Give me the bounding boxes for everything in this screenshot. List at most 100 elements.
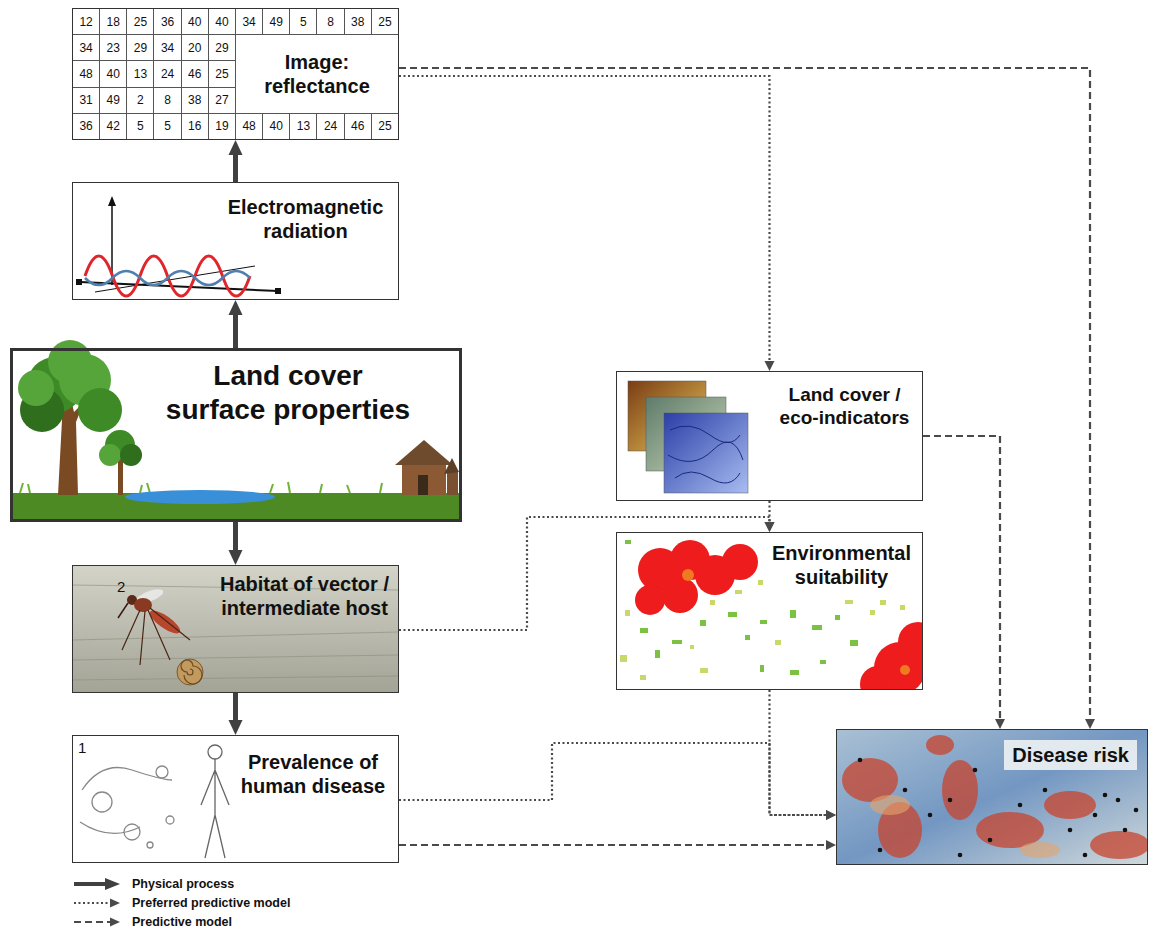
- suitability-map-part: [620, 580, 905, 680]
- table-cell: 46: [182, 61, 208, 86]
- node-title: Electromagnetic radiation: [223, 195, 388, 243]
- connector: [399, 68, 1090, 719]
- risk-map-part-part: [958, 853, 963, 858]
- landscape-figure: [13, 340, 459, 519]
- table-cell: 34: [154, 35, 180, 60]
- wave-figure-part: [85, 271, 250, 285]
- disease-sketch-part: [166, 816, 174, 824]
- table-cell: 36: [154, 9, 180, 34]
- table-cell: 12: [73, 9, 99, 34]
- risk-map-part-part: [942, 760, 978, 820]
- suitability-map-part-part: [655, 650, 660, 658]
- habitat-box: Habitat of vector / intermediate host2: [72, 565, 399, 693]
- node-title: Environmental suitability: [769, 541, 914, 589]
- landscape-figure-part: [395, 440, 453, 465]
- radiation-box: Electromagnetic radiation: [72, 182, 399, 300]
- legend-arrowhead: [105, 878, 120, 890]
- disease-sketch-part: [124, 824, 140, 840]
- suitability-map-part-part: [625, 540, 631, 544]
- table-cell: 19: [209, 114, 235, 139]
- table-cell: 40: [182, 9, 208, 34]
- table-cell: 24: [154, 61, 180, 86]
- connector: [770, 690, 827, 815]
- suitability-map-part-part: [850, 640, 858, 646]
- risk-map-part-part: [858, 758, 863, 763]
- table-cell: 20: [182, 35, 208, 60]
- suitability-map-part-part: [760, 665, 764, 672]
- risk-map-part: [858, 758, 1139, 858]
- legend-text: Preferred predictive model: [132, 896, 290, 910]
- table-cell: 49: [263, 9, 289, 34]
- risk-map-part-part: [926, 735, 954, 755]
- table-cell: 29: [127, 35, 153, 60]
- legend-text: Predictive model: [132, 915, 232, 929]
- table-cell: 38: [182, 88, 208, 113]
- risk-map-part-part: [878, 848, 883, 853]
- map-tiles: [628, 381, 748, 493]
- wave-figure-part: [85, 256, 250, 296]
- habitat-photo-part: [147, 607, 183, 637]
- reflectance-table-box: 1218253640403449583825342329342029484013…: [72, 8, 399, 140]
- legend-arrowhead: [110, 917, 120, 926]
- wave-figure-part: [275, 288, 281, 294]
- connector: [233, 522, 238, 550]
- table-cell: 29: [209, 35, 235, 60]
- table-cell: 5: [127, 114, 153, 139]
- connector: [923, 436, 1000, 719]
- suitability-map-part-part: [820, 660, 826, 664]
- risk-map-part-part: [1103, 793, 1108, 798]
- suitability-map: [620, 540, 922, 689]
- table-cell: 8: [154, 88, 180, 113]
- table-cell: 48: [236, 114, 262, 139]
- risk-map-part-part: [1123, 828, 1128, 833]
- node-title: Prevalence of human disease: [238, 750, 388, 798]
- risk-map-part-part: [948, 798, 953, 803]
- habitat-photo-part: [181, 660, 202, 684]
- suitability-map-part-part: [672, 640, 682, 644]
- table-cell: 25: [209, 61, 235, 86]
- risk-map-part-part: [1044, 791, 1096, 819]
- table-cell: 49: [100, 88, 126, 113]
- landscape-figure-part: [444, 458, 459, 474]
- suitability-map-part-part: [690, 645, 694, 649]
- landscape-figure-part: [78, 388, 122, 432]
- title-patch: Image: reflectance: [236, 35, 398, 113]
- node-title: Land cover surface properties: [163, 359, 413, 426]
- suitability-map-part-part: [722, 544, 758, 580]
- landscape-figure-part: [99, 444, 121, 466]
- table-cell: 31: [73, 88, 99, 113]
- suitability-map-part-part: [745, 635, 750, 640]
- callout-number: 1: [78, 739, 86, 756]
- habitat-photo-part: [122, 608, 190, 665]
- risk-map-box: Disease risk: [836, 729, 1148, 865]
- connector: [233, 315, 238, 348]
- legend-row: Preferred predictive model: [72, 893, 290, 912]
- prevalence-box: Prevalence of human disease 1: [72, 735, 399, 863]
- connector: [233, 693, 238, 720]
- suitability-map-part-part: [870, 610, 875, 615]
- risk-map-part-part: [1134, 808, 1139, 813]
- table-cell: 16: [182, 114, 208, 139]
- disease-sketch-part: [82, 768, 172, 791]
- suitability-map-part-part: [860, 666, 896, 689]
- table-cell: 5: [154, 114, 180, 139]
- table-cell: 25: [372, 114, 398, 139]
- land-cover-box: Land cover surface properties: [10, 348, 462, 522]
- risk-map-part-part: [870, 795, 910, 815]
- risk-map-part-part: [1093, 813, 1098, 818]
- legend-arrowhead: [110, 898, 120, 907]
- disease-sketch-part: [147, 842, 153, 848]
- suitability-map-part-part: [898, 622, 922, 662]
- risk-map-part-part: [1043, 788, 1048, 793]
- disease-sketch-part: [208, 745, 222, 759]
- table-cell: 40: [263, 114, 289, 139]
- table-cell: 13: [290, 114, 316, 139]
- landscape-figure-part: [120, 444, 142, 466]
- suitability-map-part: [635, 540, 922, 689]
- table-cell: 18: [100, 9, 126, 34]
- landscape-figure-part: [48, 340, 92, 384]
- suitability-box: Environmental suitability: [616, 532, 923, 690]
- suitability-map-part-part: [625, 610, 630, 616]
- disease-sketch-part: [201, 759, 229, 858]
